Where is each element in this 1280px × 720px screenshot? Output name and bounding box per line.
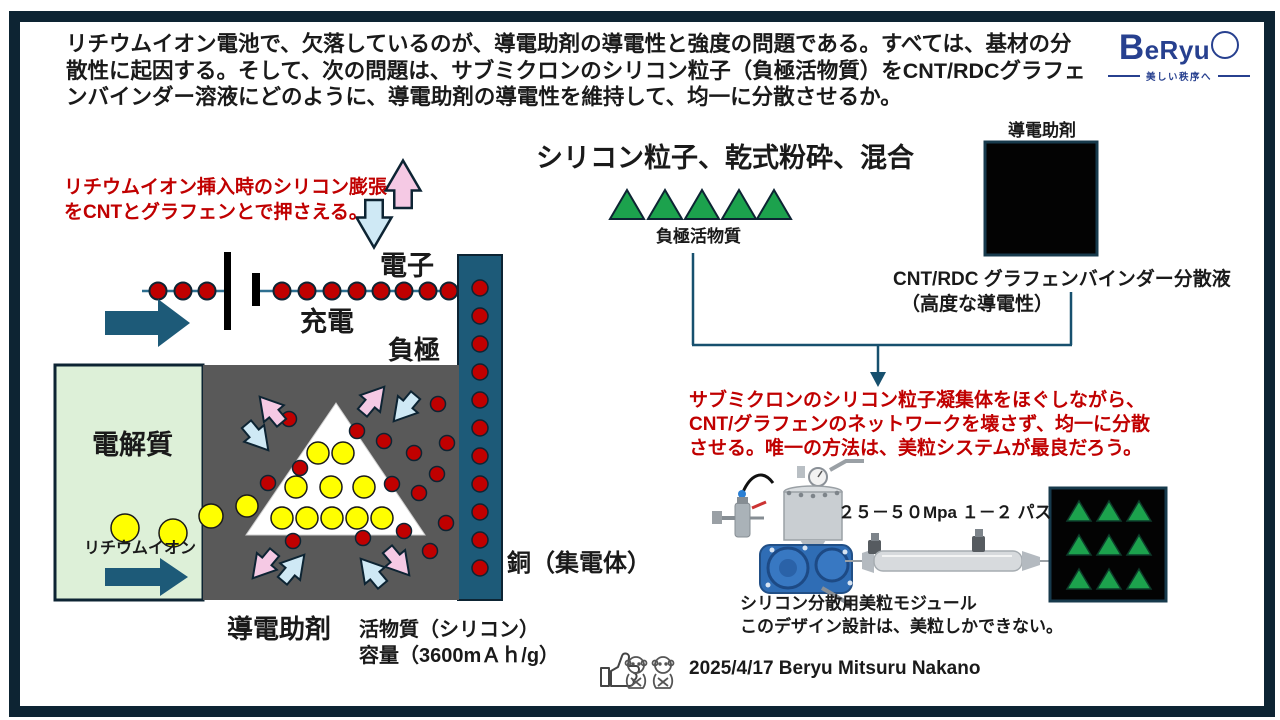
intro-paragraph: リチウムイオン電池で、欠落しているのが、導電助剤の導電性と強度の問題である。すべ…: [66, 31, 1086, 111]
expansion-arrows: [240, 385, 422, 591]
lithium-ions-travelling: [110, 494, 259, 548]
logo-wordmark: BeRyu: [1108, 30, 1250, 65]
compression-down-arrow: [354, 198, 394, 250]
dispersion-module-image: [845, 529, 1052, 573]
dispersion-machine-image: [712, 459, 864, 608]
module-caption: シリコン分散用美粒モジュール このデザイン設計は、美粒しかできない。: [740, 594, 1063, 636]
dispersed-triangles-grid: [1065, 499, 1153, 590]
silicon-particle-triangle: [245, 402, 426, 536]
conductive-additive-dots: [259, 395, 456, 560]
lithium-ions-in-silicon: [270, 441, 394, 530]
additive-sample-box: [983, 140, 1099, 257]
conductive-additive-label-right: 導電助剤: [1008, 121, 1076, 140]
lithium-flow-arrow: [105, 558, 188, 596]
connector-lines: [691, 253, 1073, 376]
charge-label: 充電: [300, 307, 354, 337]
company-logo: BeRyu 美しい秩序へ: [1108, 30, 1251, 83]
intro-line-2: 散性に起因する。そして、次の問題は、サブミクロンのシリコン粒子（負極活物質）をC…: [66, 58, 1086, 83]
intro-line-3: ンバインダー溶液にどのように、導電助剤の導電性を維持して、均一に分散させるか。: [66, 85, 902, 109]
pressure-pass-label: ２５－５０Mpa １－２ パス: [838, 503, 1052, 522]
electrolyte-label: 電解質: [92, 430, 173, 460]
logo-tagline: 美しい秩序へ: [1108, 69, 1251, 83]
silicon-triangles-row: [608, 188, 793, 220]
expansion-note: リチウムイオン挿入時のシリコン膨張 をCNTとグラフェンとで押さえる。: [64, 177, 388, 223]
tagline-left-bar: [1108, 75, 1140, 77]
electrolyte-box: [53, 363, 205, 602]
monkey-icon: [651, 656, 675, 689]
expansion-up-arrow: [383, 158, 423, 210]
battery-plate-short: [252, 273, 260, 306]
binder-label: CNT/RDC グラフェンバインダー分散液 （高度な導電性）: [893, 269, 1231, 315]
process-title: シリコン粒子、乾式粉砕、混合: [536, 143, 914, 173]
lithium-ion-label: リチウムイオン: [84, 540, 197, 557]
dispersion-note: サブミクロンのシリコン粒子凝集体をほぐしながら、 CNT/グラフェンのネットワー…: [689, 390, 1150, 459]
active-material-label: 活物質（シリコン） 容量（3600mＡｈ/g）: [359, 619, 560, 667]
battery-plate-long: [224, 252, 231, 330]
anode-material-label: 負極活物質: [656, 227, 741, 246]
anode-label: 負極: [388, 335, 441, 365]
copper-collector-label: 銅（集電体）: [507, 550, 651, 577]
monkey-icon: [624, 656, 648, 689]
conductive-additive-label-left: 導電助剤: [227, 614, 332, 644]
footer-credit: 2025/4/17 Beryu Mitsuru Nakano: [689, 658, 981, 679]
intro-line-1: リチウムイオン電池で、欠落しているのが、導電助剤の導電性と強度の問題である。すべ…: [66, 32, 1072, 56]
tagline-right-bar: [1218, 75, 1251, 77]
electron-label: 電子: [380, 251, 434, 281]
electron-dots-collector: [471, 279, 489, 577]
connector-arrowhead: [870, 372, 886, 387]
charge-direction-arrow: [105, 299, 190, 347]
logo-circle-icon: [1211, 31, 1240, 59]
